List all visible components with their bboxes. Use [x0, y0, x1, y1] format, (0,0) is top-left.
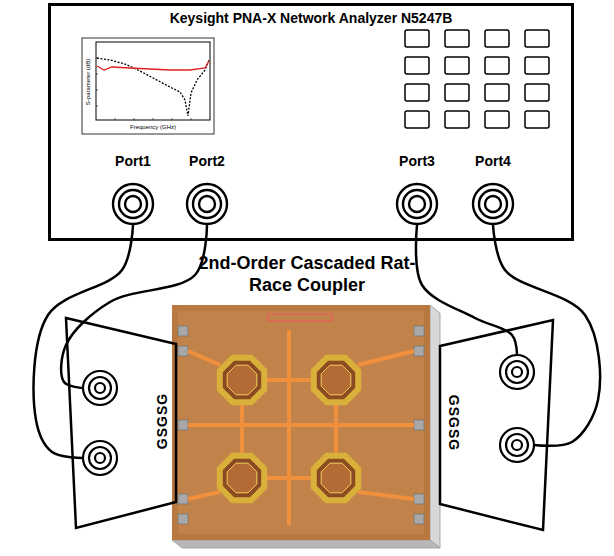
probe-body: [440, 320, 553, 530]
port-label: Port3: [392, 152, 442, 170]
coax-cable: [493, 225, 600, 446]
connector-ring: [397, 184, 437, 224]
probe-body: [66, 318, 176, 528]
port-connector: [471, 182, 515, 226]
probe-connector: [83, 371, 117, 405]
connector-ring: [125, 196, 141, 212]
rf-probe: GSGSG: [62, 316, 180, 530]
probe-connector: [89, 377, 111, 399]
probe-connector: [500, 355, 534, 389]
port-connector: [185, 182, 229, 226]
probe-label: GSGSG: [154, 393, 170, 449]
port-label: Port1: [108, 152, 158, 170]
screen-chart: [82, 38, 214, 134]
button-grid: [405, 30, 549, 128]
connector-ring: [473, 184, 513, 224]
probe-connector: [512, 367, 522, 377]
connector-ring: [409, 196, 425, 212]
analyzer-port: Port4: [468, 152, 518, 226]
probe-connector: [95, 383, 105, 393]
probe-connector: [506, 361, 528, 383]
port-label: Port2: [182, 152, 232, 170]
connector-ring: [479, 190, 507, 218]
network-analyzer: Keysight PNA-X Network Analyzer N5247B Po…: [48, 3, 574, 241]
connector-ring: [193, 190, 221, 218]
coax-cable: [34, 225, 133, 458]
analyzer-port: Port3: [392, 152, 442, 226]
probe-label: GSGSG: [446, 395, 462, 451]
probe-connector: [500, 428, 534, 462]
coax-cable: [416, 225, 517, 355]
port-connector: [395, 182, 439, 226]
rf-probe: GSGSG: [432, 318, 557, 532]
analyzer-port: Port2: [182, 152, 232, 226]
connector-ring: [485, 196, 501, 212]
probe-connector: [95, 453, 105, 463]
probe-connector: [506, 434, 528, 456]
port-label: Port4: [468, 152, 518, 170]
connector-ring: [187, 184, 227, 224]
connector-ring: [403, 190, 431, 218]
instrument-title: Keysight PNA-X Network Analyzer N5247B: [51, 6, 571, 27]
axis-label: Frequency (GHz): [130, 124, 176, 131]
axis-label: S-parameter (dB): [85, 59, 92, 105]
connector-ring: [113, 184, 153, 224]
probe-connector: [89, 447, 111, 469]
chip-photo: [172, 305, 440, 548]
analyzer-port: Port1: [108, 152, 158, 226]
connector-ring: [119, 190, 147, 218]
port-connector: [111, 182, 155, 226]
probe-connector: [83, 441, 117, 475]
coax-cable: [61, 225, 207, 388]
probe-connector: [512, 440, 522, 450]
device-title: 2nd-Order Cascaded Rat-Race Coupler: [197, 252, 417, 296]
connector-ring: [199, 196, 215, 212]
